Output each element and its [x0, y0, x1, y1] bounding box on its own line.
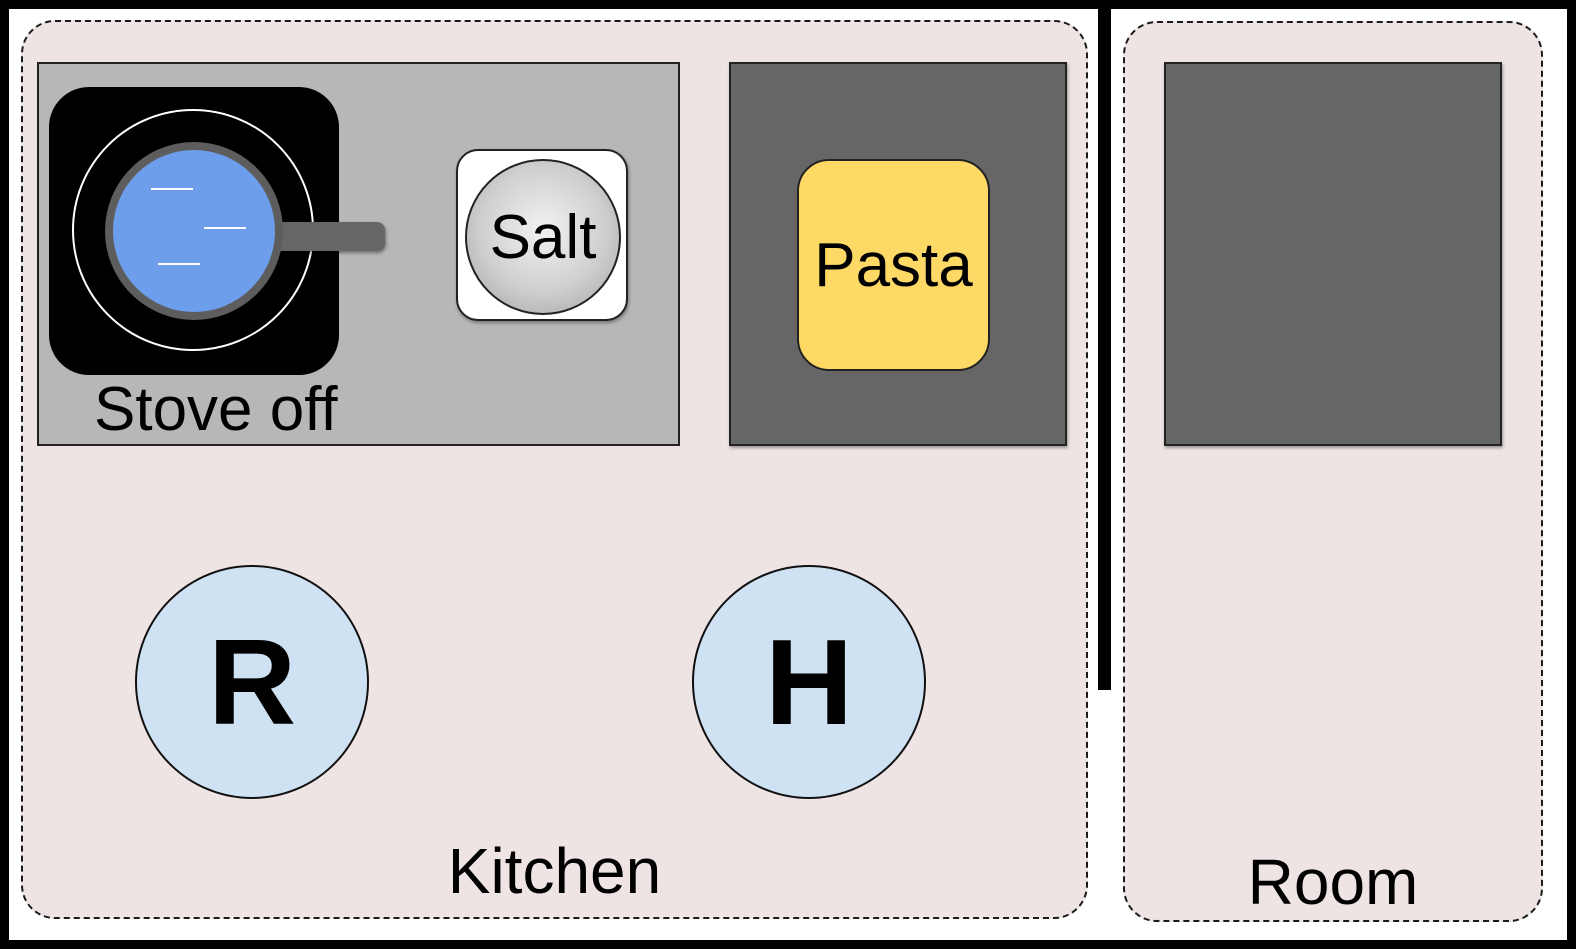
pasta-item[interactable]: Pasta [797, 159, 990, 371]
room-divider-wall [1098, 6, 1111, 690]
room-label: Room [1247, 846, 1419, 918]
pot[interactable] [105, 142, 283, 320]
salt-item[interactable]: Salt [465, 159, 621, 315]
room-counter [1164, 62, 1502, 446]
water-ripple [151, 188, 193, 190]
kitchen-label: Kitchen [447, 835, 662, 907]
water-ripple [158, 263, 200, 265]
water-ripple [204, 227, 246, 229]
pot-handle [272, 222, 385, 251]
stove-status-label: Stove off [94, 375, 338, 444]
agent-robot[interactable]: R [135, 565, 369, 799]
agent-human[interactable]: H [692, 565, 926, 799]
